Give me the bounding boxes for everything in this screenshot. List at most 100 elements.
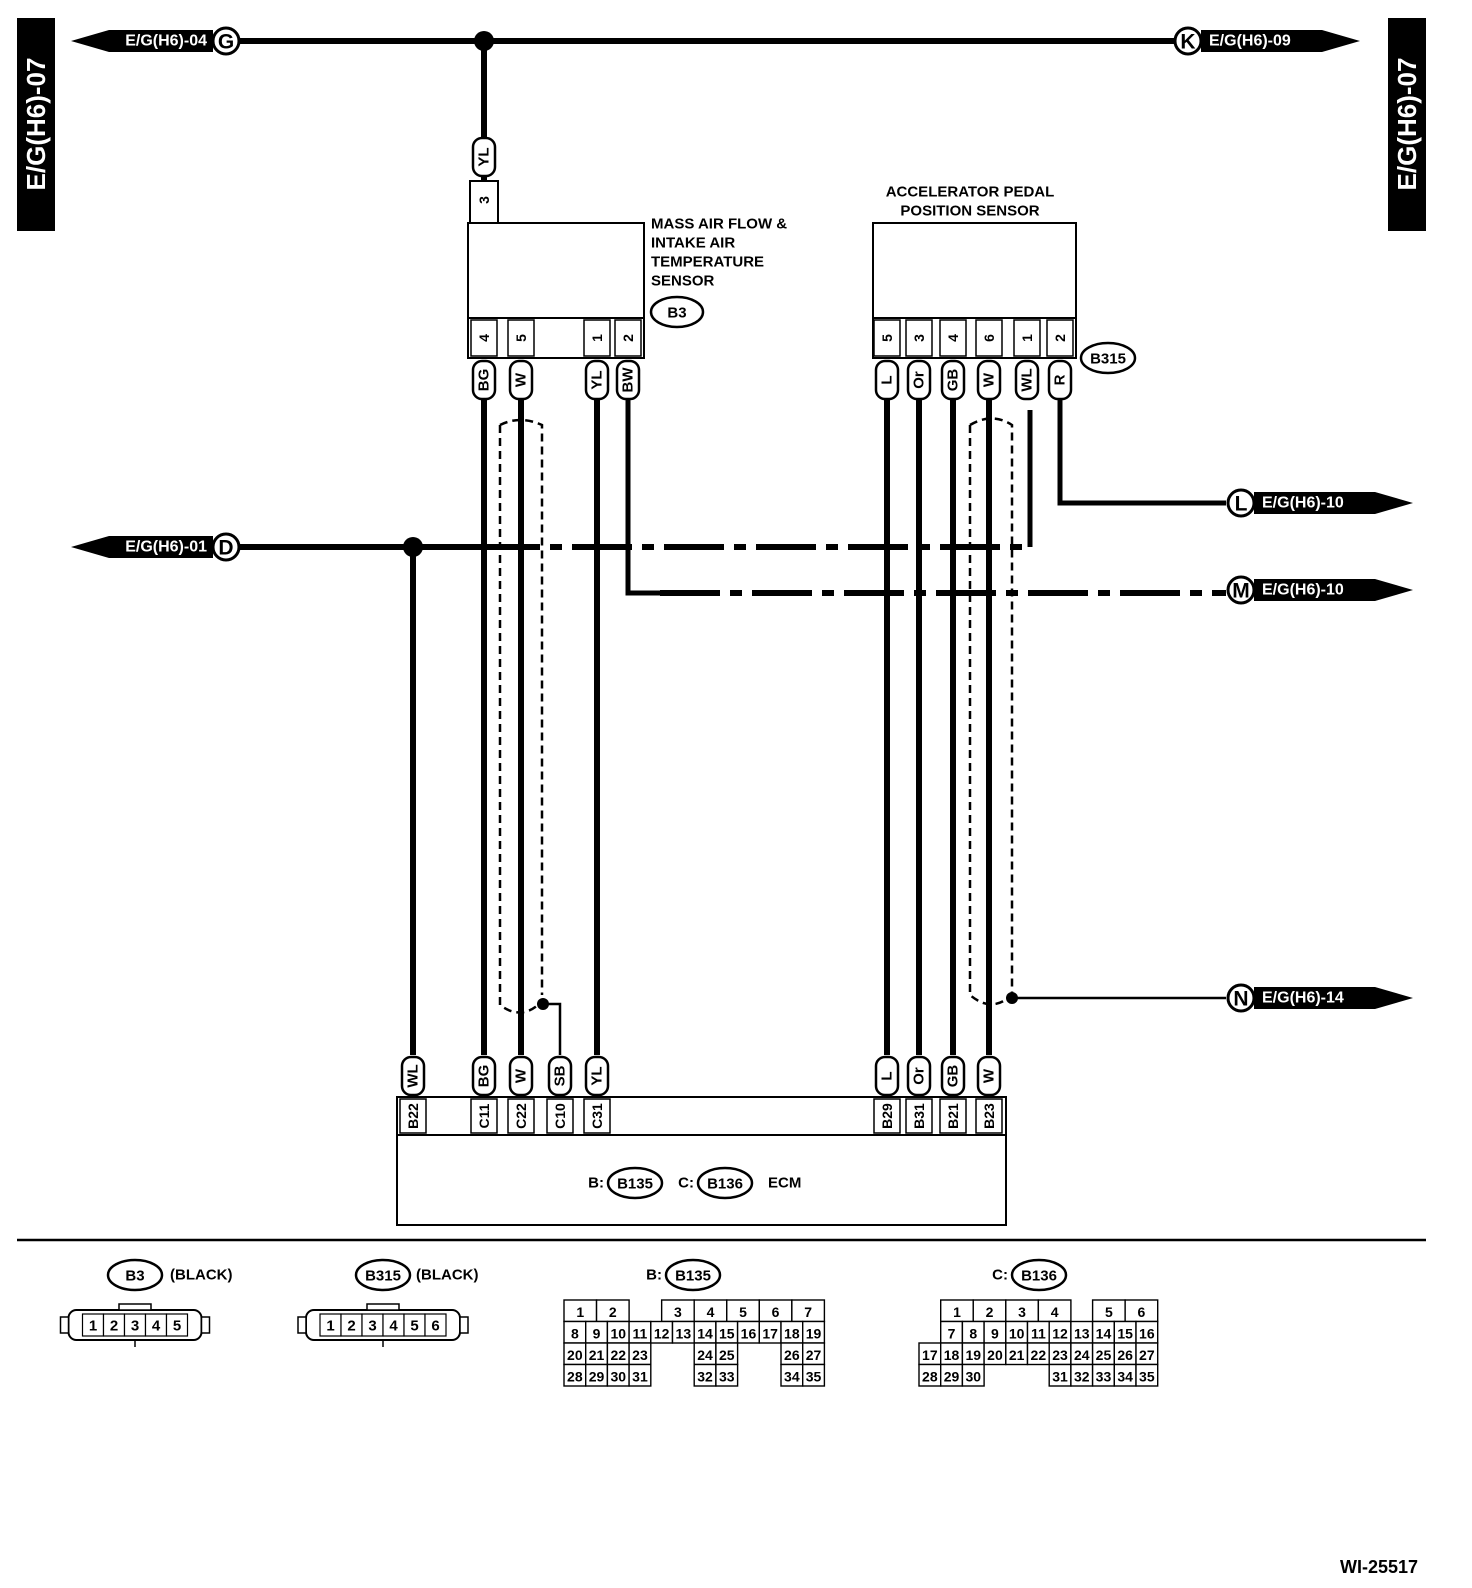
wire-maf-bw (625, 400, 660, 596)
legend-b135-pin-17: 17 (762, 1325, 778, 1341)
legend-b136-pin-18: 18 (944, 1347, 960, 1363)
legend-b315-cell-6 (424, 1313, 447, 1337)
legend-b135-id: B135 (675, 1268, 711, 1285)
legend-b135-pin-8: 8 (571, 1325, 579, 1341)
ecm-wire-tag-2-label: W (513, 1068, 530, 1083)
legend-b315-id: B315 (365, 1268, 401, 1285)
ref-circle-k (1173, 26, 1203, 56)
apps-connector (872, 317, 1077, 359)
maf-pin-2 (614, 319, 642, 357)
shield-maf (498, 418, 544, 1014)
side-tab-left (17, 18, 55, 231)
legend-b136-pin-31: 31 (1052, 1368, 1068, 1384)
maf-name-line-3: SENSOR (651, 273, 715, 290)
legend-b135-pin-9: 9 (593, 1325, 601, 1341)
legend-b136-pin-33: 33 (1096, 1368, 1112, 1384)
ecm-pin-label-B21: B21 (945, 1103, 961, 1129)
ecm-wire-tag-7 (940, 1055, 966, 1097)
ref-circle-g (211, 26, 241, 56)
legend-b3-badge (106, 1258, 164, 1292)
ref-page-l: E/G(H6)-10 (1262, 495, 1344, 512)
legend-b136-pin-29: 29 (944, 1368, 960, 1384)
ref-circle-d (211, 532, 241, 562)
legend-b135-pin-35: 35 (806, 1368, 822, 1384)
maf-name-line-2: TEMPERATURE (651, 254, 764, 271)
ecm-pin-label-C22: C22 (513, 1103, 529, 1129)
apps-pin-label-4: 4 (945, 334, 961, 342)
ecm-b-badge (606, 1166, 664, 1200)
apps-pin-1 (1013, 319, 1041, 357)
legend-b135-pin-33: 33 (719, 1368, 735, 1384)
legend-b135-pin-14: 14 (697, 1325, 713, 1341)
ecm-pin-label-B23: B23 (981, 1103, 997, 1129)
legend-b135-pin-29: 29 (589, 1368, 605, 1384)
maf-wire-tag-0 (471, 359, 497, 401)
apps-pin-3 (905, 319, 933, 357)
legend-b135-pin-26: 26 (784, 1347, 800, 1363)
legend-b136-pin-12: 12 (1052, 1325, 1068, 1341)
legend-b135-pin-6: 6 (772, 1304, 780, 1320)
ecm-pin-B22 (399, 1098, 427, 1134)
legend-b136-pin-15: 15 (1117, 1325, 1133, 1341)
legend-b135-pin-5: 5 (739, 1304, 747, 1320)
legend-b3-pin-1: 1 (89, 1318, 97, 1335)
apps-pin-4 (939, 319, 967, 357)
ecm-pin-C10 (546, 1098, 574, 1134)
ecm-wire-tag-5 (874, 1055, 900, 1097)
side-tab-right-label: E/G(H6)-07 (1392, 58, 1422, 191)
legend-b135-cell-33 (715, 1363, 739, 1387)
apps-pin-label-1: 1 (1019, 334, 1035, 342)
junction-d (403, 537, 423, 557)
ref-flag-m (1254, 579, 1413, 601)
legend-b136-pin-26: 26 (1117, 1347, 1133, 1363)
ref-letter-k: K (1180, 31, 1195, 54)
apps-pin-2 (1046, 319, 1074, 357)
legend-b3-pin-3: 3 (131, 1318, 139, 1335)
legend-b315-ear-right (459, 1316, 469, 1334)
legend-b3-latch (118, 1303, 152, 1311)
legend-b136-pin-20: 20 (987, 1347, 1003, 1363)
ecm-wire-tag-0-label: WL (405, 1064, 422, 1087)
ref-circle-m (1226, 575, 1256, 605)
maf-wire-tag-0-label: BG (476, 369, 493, 392)
ecm-pin-label-C10: C10 (552, 1103, 568, 1129)
legend-b3-pin-5: 5 (173, 1318, 181, 1335)
legend-b315-latch (366, 1303, 400, 1311)
apps-pin-label-5: 5 (879, 334, 895, 342)
legend-b135-pin-20: 20 (567, 1347, 583, 1363)
legend-b135-pin-27: 27 (806, 1347, 822, 1363)
ecm-pin-C11 (470, 1098, 498, 1134)
maf-pin-label-5: 5 (513, 334, 529, 342)
maf-pin-label-4: 4 (476, 334, 492, 342)
ecm-c-prefix: C: (678, 1175, 694, 1192)
legend-b135-cell-35 (802, 1363, 826, 1387)
junction-n (1006, 992, 1018, 1004)
legend-b3-id: B3 (125, 1268, 144, 1285)
maf-top-wire-tag (471, 136, 497, 178)
apps-wire-tag-4 (1014, 359, 1040, 401)
maf-name-line-0: MASS AIR FLOW & (651, 216, 787, 233)
ecm-label: ECM (768, 1175, 801, 1192)
ecm-wire-tag-3 (547, 1055, 573, 1097)
legend-b136-pin-27: 27 (1139, 1347, 1155, 1363)
legend-b136-pin-7: 7 (948, 1325, 956, 1341)
junction-top (474, 31, 494, 51)
ref-flag-l (1254, 492, 1413, 514)
ref-letter-g: G (218, 31, 234, 54)
legend-b315-pin-2: 2 (347, 1318, 355, 1335)
shield-apps (968, 417, 1014, 1006)
ecm-wire-tag-1-label: BG (476, 1065, 493, 1088)
maf-top-pin-label: 3 (476, 196, 492, 204)
apps-name-line-0: ACCELERATOR PEDAL (886, 184, 1055, 201)
apps-wire-tag-4-label: WL (1019, 368, 1036, 391)
side-tab-left-label: E/G(H6)-07 (21, 58, 51, 191)
legend-b136-pin-17: 17 (922, 1347, 938, 1363)
ref-page-g: E/G(H6)-04 (125, 33, 207, 50)
maf-wire-tag-2 (584, 359, 610, 401)
apps-pin-5 (873, 319, 901, 357)
legend-b135-pin-24: 24 (697, 1347, 713, 1363)
apps-wire-tag-2 (940, 359, 966, 401)
ref-flag-g (71, 30, 213, 52)
ecm-wire-tag-2 (508, 1055, 534, 1097)
